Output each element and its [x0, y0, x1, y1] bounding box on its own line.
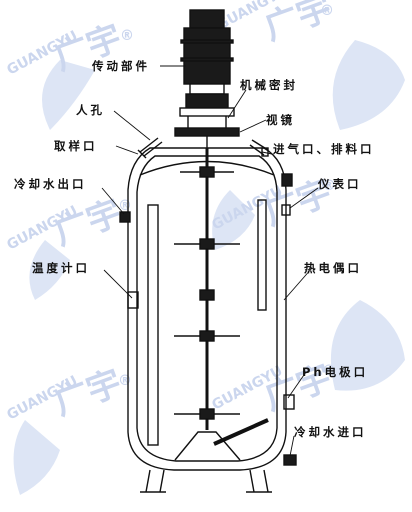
leader-gas: [261, 151, 273, 155]
leader-manhole: [113, 110, 151, 141]
agitator-paddles: [174, 166, 240, 420]
leader-sampling: [115, 145, 139, 155]
watermark-logo-shape: [212, 190, 255, 250]
watermark-mark: ®: [322, 363, 336, 379]
discharge-pipe: [213, 418, 269, 446]
watermark-mark: ®: [320, 3, 334, 19]
label-sight-glass: 视镜: [266, 113, 295, 127]
right-jacket-pipe: [257, 199, 267, 311]
watermark-logo-shape: [29, 240, 70, 300]
watermark-mark: ®: [322, 178, 336, 194]
label-drive: 传动部件: [92, 59, 150, 73]
coolant-inlet-nozzle: [283, 454, 297, 466]
watermark-text-layer: GUANGYU 广宇 ® GUANGYU 广宇 ® GUANGYU 广宇 ® G…: [4, 0, 337, 424]
leader-instrument: [289, 187, 319, 209]
watermark-glyph: 广宇: [49, 363, 127, 424]
leader-sight-glass: [239, 119, 267, 133]
watermark-logo-shape: [13, 420, 61, 495]
watermark-layer: [13, 40, 405, 495]
leader-thermometer: [103, 269, 133, 299]
label-thermometer: 温度计口: [32, 261, 90, 275]
gas-inlet-nozzle: [281, 173, 293, 187]
left-jacket-pipe: [147, 204, 159, 446]
watermark-logo-shape: [330, 300, 405, 391]
label-ph-electrode: Ph电极口: [302, 365, 369, 379]
instrument-nozzle: [281, 204, 291, 216]
inner-shell: [136, 155, 278, 462]
label-instrument: 仪表口: [318, 177, 362, 191]
watermark-logo-shape: [332, 40, 405, 130]
leader-thermocouple: [283, 267, 313, 301]
label-mechanical-seal: 机械密封: [240, 78, 298, 92]
leader-ph: [287, 371, 307, 399]
legs: [140, 469, 272, 493]
watermark-mark: ®: [120, 28, 134, 44]
coolant-outlet-nozzle: [119, 211, 131, 223]
reactor: [119, 9, 297, 493]
mechanical-seal: [174, 107, 240, 148]
label-gas-inlet-outlet: 进气口、排料口: [273, 142, 375, 156]
bottom-stirrer: [174, 431, 241, 461]
watermark-glyph: 广宇: [49, 193, 127, 254]
ph-electrode-nozzle: [283, 394, 295, 410]
label-coolant-inlet: 冷却水进口: [294, 425, 367, 439]
leader-coolant-in: [289, 435, 295, 457]
label-sampling: 取样口: [54, 139, 98, 153]
watermark-mark: ®: [118, 373, 132, 389]
label-thermocouple: 热电偶口: [304, 261, 362, 275]
label-manhole: 人孔: [76, 103, 105, 117]
watermark-logo-shape: [42, 60, 95, 130]
motor: [180, 9, 234, 109]
leader-lines: [101, 65, 319, 457]
leader-mech-seal: [227, 89, 247, 119]
thermometer-nozzle: [127, 291, 139, 309]
leader-coolant-out: [101, 187, 125, 215]
label-coolant-outlet: 冷却水出口: [14, 177, 87, 191]
